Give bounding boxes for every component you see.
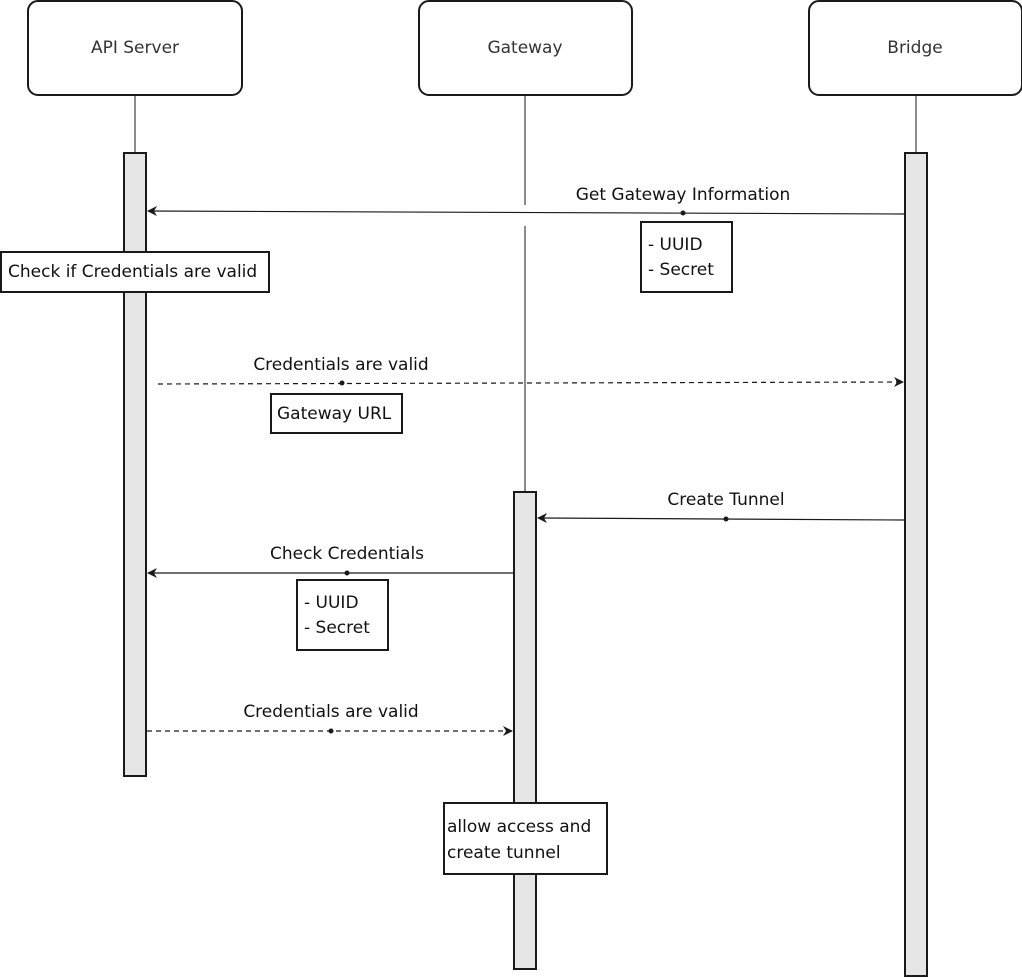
message-create-tunnel[interactable]: Create Tunnel xyxy=(537,490,906,524)
note-allow-access-line1: allow access and xyxy=(447,817,591,837)
participant-gateway-label: Gateway xyxy=(487,38,562,58)
message-create-tunnel-label: Create Tunnel xyxy=(667,490,784,510)
note-allow-access-line2: create tunnel xyxy=(447,843,561,863)
message-credentials-valid-2[interactable]: Credentials are valid xyxy=(147,702,513,736)
activation-bridge xyxy=(904,152,928,977)
participant-api-server[interactable]: API Server xyxy=(27,0,243,96)
message-get-gateway-info[interactable]: Get Gateway Information xyxy=(147,185,906,217)
note-uuid-secret-1-line2: - Secret xyxy=(648,260,714,280)
participant-bridge-label: Bridge xyxy=(887,38,942,58)
message-check-credentials-label: Check Credentials xyxy=(270,544,424,564)
note-uuid-secret-2-line1: - UUID xyxy=(304,593,359,613)
participant-gateway[interactable]: Gateway xyxy=(418,0,633,96)
message-check-credentials[interactable]: Check Credentials xyxy=(147,544,514,578)
note-gateway-url-text: Gateway URL xyxy=(277,404,392,424)
message-credentials-valid-1[interactable]: Credentials are valid xyxy=(157,355,904,388)
message-credentials-valid-2-label: Credentials are valid xyxy=(243,702,418,722)
note-uuid-secret-2-line2: - Secret xyxy=(304,618,370,638)
message-get-gateway-info-label: Get Gateway Information xyxy=(576,185,791,205)
message-credentials-valid-1-label: Credentials are valid xyxy=(253,355,428,375)
note-uuid-secret-2: - UUID - Secret xyxy=(296,579,389,651)
note-check-valid-text: Check if Credentials are valid xyxy=(8,262,257,282)
participant-api-server-label: API Server xyxy=(91,38,179,58)
note-uuid-secret-1: - UUID - Secret xyxy=(640,221,733,293)
participant-bridge[interactable]: Bridge xyxy=(808,0,1022,96)
note-gateway-url: Gateway URL xyxy=(270,393,403,434)
note-allow-access: allow access and create tunnel xyxy=(443,802,608,875)
note-uuid-secret-1-line1: - UUID xyxy=(648,235,703,255)
activation-api-server xyxy=(123,152,147,777)
activation-gateway xyxy=(513,491,537,970)
note-check-valid: Check if Credentials are valid xyxy=(0,251,270,293)
